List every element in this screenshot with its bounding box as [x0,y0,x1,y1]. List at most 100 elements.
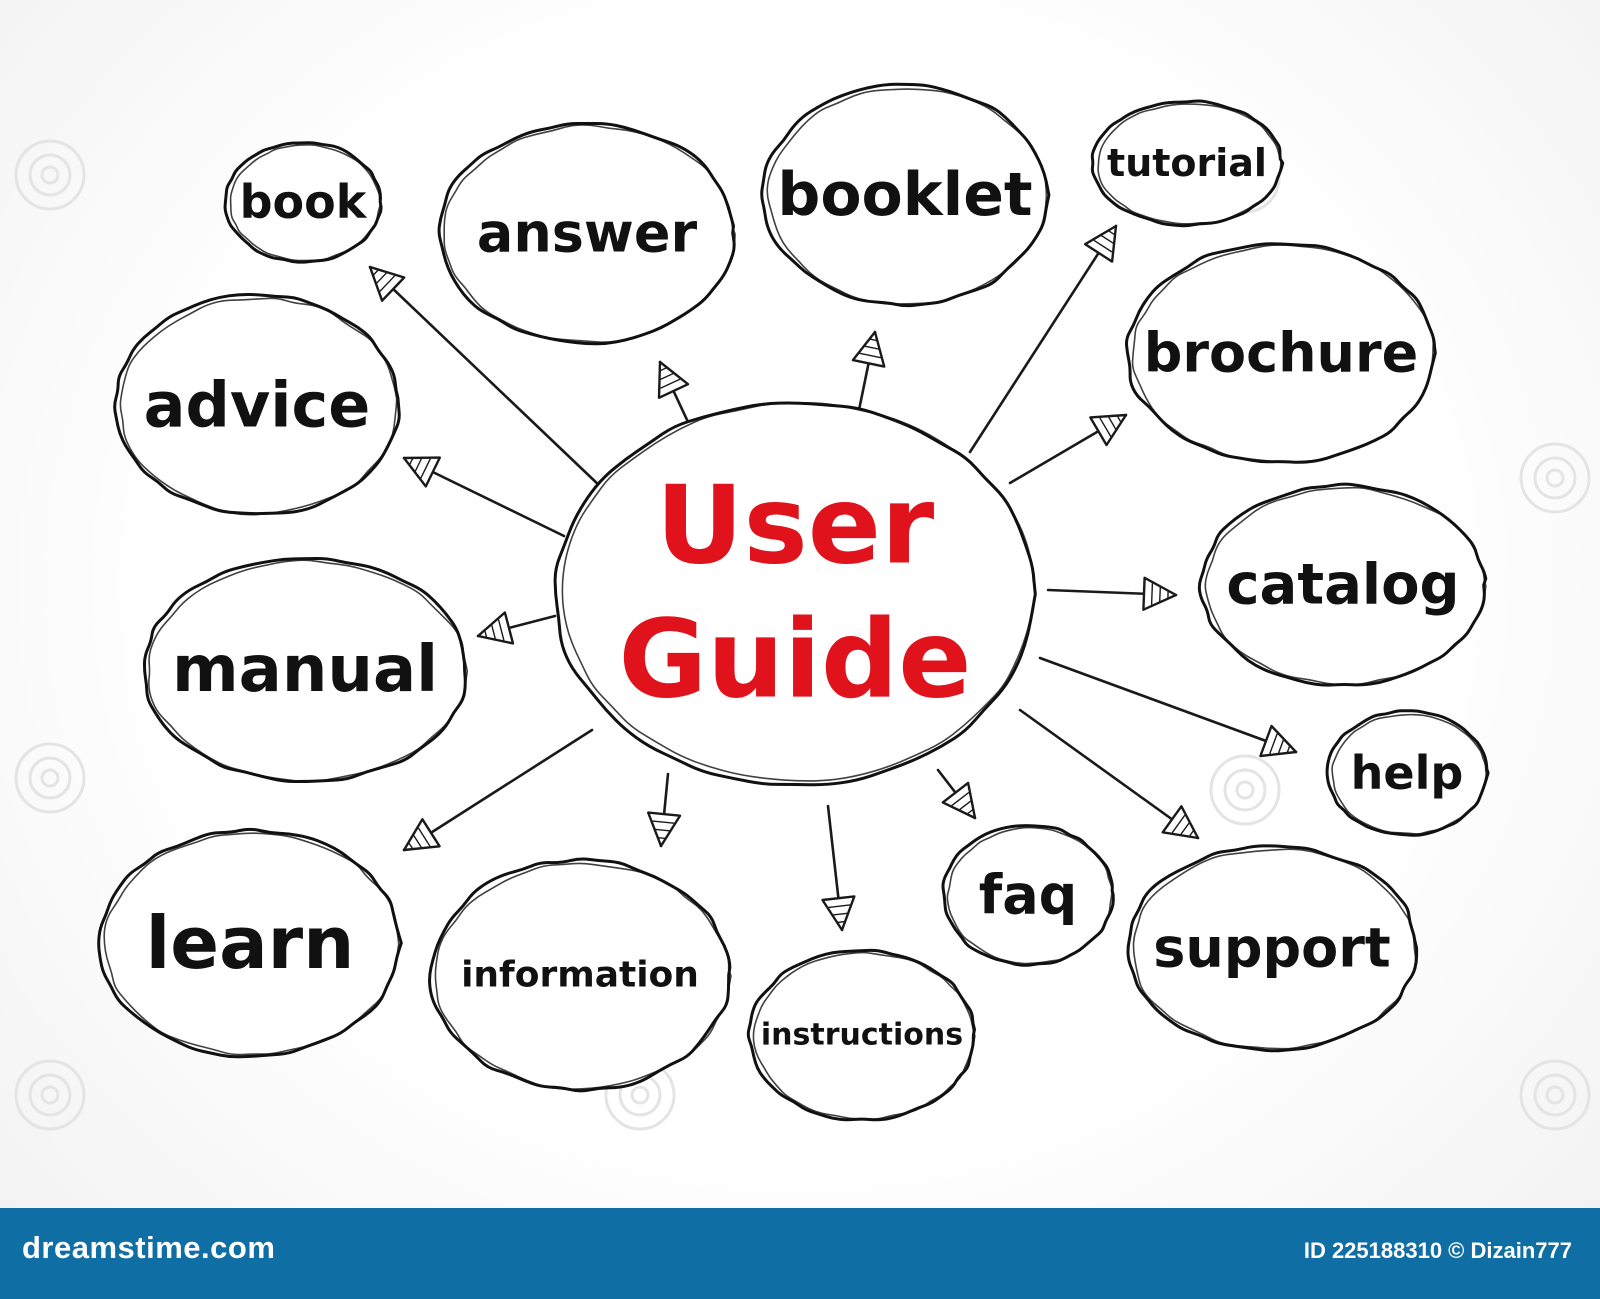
arrowhead-hatch [484,630,488,638]
arrowhead-hatch [408,842,414,850]
node-outline [434,862,732,1091]
connector-arrow-catalog [1046,576,1178,611]
arrowhead-hatch [420,458,431,479]
swirl-watermark-icon [1209,754,1281,826]
node-outline [148,559,469,783]
connector-arrow-answer [657,360,690,424]
node-shape [1325,709,1490,837]
arrowhead-hatch [864,345,879,350]
arrowhead-hatch [1171,814,1186,834]
connector-arrow-support [1018,708,1200,840]
node-label-faq: faq [979,864,1078,927]
arrowhead-hatch [869,338,878,342]
center-title-line-2: Guide [618,598,971,723]
node-outline [1131,244,1435,463]
arrowhead-hatch [837,920,845,924]
arrowhead-icon [402,818,441,852]
arrowhead-hatch [1180,822,1190,835]
arrowhead-hatch [1099,417,1112,437]
arrowhead-hatch [1108,230,1116,236]
connector-arrow-manual [476,611,557,645]
arrowhead-hatch [1100,234,1114,244]
node-label-answer: answer [477,202,698,265]
arrowhead-hatch [372,269,379,276]
node-label-tutorial: tutorial [1107,141,1267,185]
arrowhead-hatch [658,837,666,840]
arrowhead-icon [821,895,856,932]
node-label-manual: manual [172,633,438,707]
connector-line [1018,708,1200,840]
arrowhead-hatch [859,352,881,359]
connector-arrow-help [1038,656,1298,758]
arrowhead-hatch [659,372,674,381]
node-outline [752,951,976,1121]
arrowhead-hatch [497,619,505,641]
node-label-advice: advice [144,369,371,442]
arrowhead-hatch [1116,415,1122,423]
swirl-watermark-icon [14,1059,86,1131]
node-outline [229,143,382,262]
swirl-watermark-icon [1519,1059,1591,1131]
connector-line [968,224,1118,454]
node-outline [443,124,736,343]
arrowhead-hatch [959,800,972,811]
connector-arrow-faq [936,768,977,820]
arrowhead-hatch [1286,745,1291,753]
node-layer: book answer booklet tutorial brochure advice c… [97,82,1490,1122]
arrowhead-hatch [417,827,431,847]
mind-map-diagram: book answer booklet tutorial brochure advice c… [14,82,1591,1131]
node-catalog: catalog [1197,482,1488,687]
connector-arrow-book [368,265,604,490]
node-manual: manual [142,556,469,784]
arrowhead-icon [1259,724,1298,758]
arrowhead-hatch [376,272,388,284]
node-outline [119,297,398,516]
arrowhead-hatch [652,820,675,824]
arrowhead-hatch [491,624,496,640]
connector-arrow-advice [402,456,566,538]
arrowhead-hatch [1188,829,1195,837]
node-label-book: book [240,175,368,229]
node-instructions: instructions [746,948,977,1122]
arrowhead-hatch [655,828,670,832]
connector-arrow-information [647,772,682,848]
connector-line [402,728,594,852]
node-outline [103,832,400,1056]
node-tutorial: tutorial [1090,99,1285,228]
swirl-watermark-icon [14,139,86,211]
arrowhead-hatch [408,457,414,466]
center-node-shape [553,401,1037,787]
swirl-watermark-icon [1519,442,1591,514]
node-support: support [1126,844,1419,1053]
connector-arrow-learn [402,728,594,852]
connector-arrow-instructions [821,804,856,932]
connector-line [1038,656,1298,754]
arrowhead-hatch [1107,416,1117,430]
footer-image-id: ID 225188310 © Dizain777 [1303,1238,1572,1263]
arrowhead-hatch [1159,587,1161,602]
arrowhead-hatch [1150,583,1154,605]
node-information: information [428,857,732,1093]
arrowhead-hatch [833,912,848,916]
arrowhead-hatch [1269,733,1278,755]
node-learn: learn [97,827,403,1059]
node-label-catalog: catalog [1226,553,1459,618]
arrowhead-icon [402,456,441,488]
node-brochure: brochure [1124,242,1437,464]
node-outline [1132,848,1417,1050]
arrowhead-hatch [951,791,970,807]
connector-arrow-tutorial [968,224,1118,454]
node-shape [1090,99,1285,228]
connector-line [368,265,604,490]
footer-brand[interactable]: dreamstime.com [22,1230,276,1265]
node-label-instructions: instructions [761,1018,963,1053]
arrowhead-hatch [966,808,974,815]
arrowhead-hatch [1093,239,1113,253]
swirl-watermark-icon [14,742,86,814]
node-faq: faq [941,824,1115,967]
connector-arrow-booklet [851,330,886,412]
arrowhead-icon [851,330,886,368]
arrowhead-hatch [660,378,681,389]
node-booklet: booklet [760,82,1051,308]
arrowhead-hatch [379,275,396,292]
